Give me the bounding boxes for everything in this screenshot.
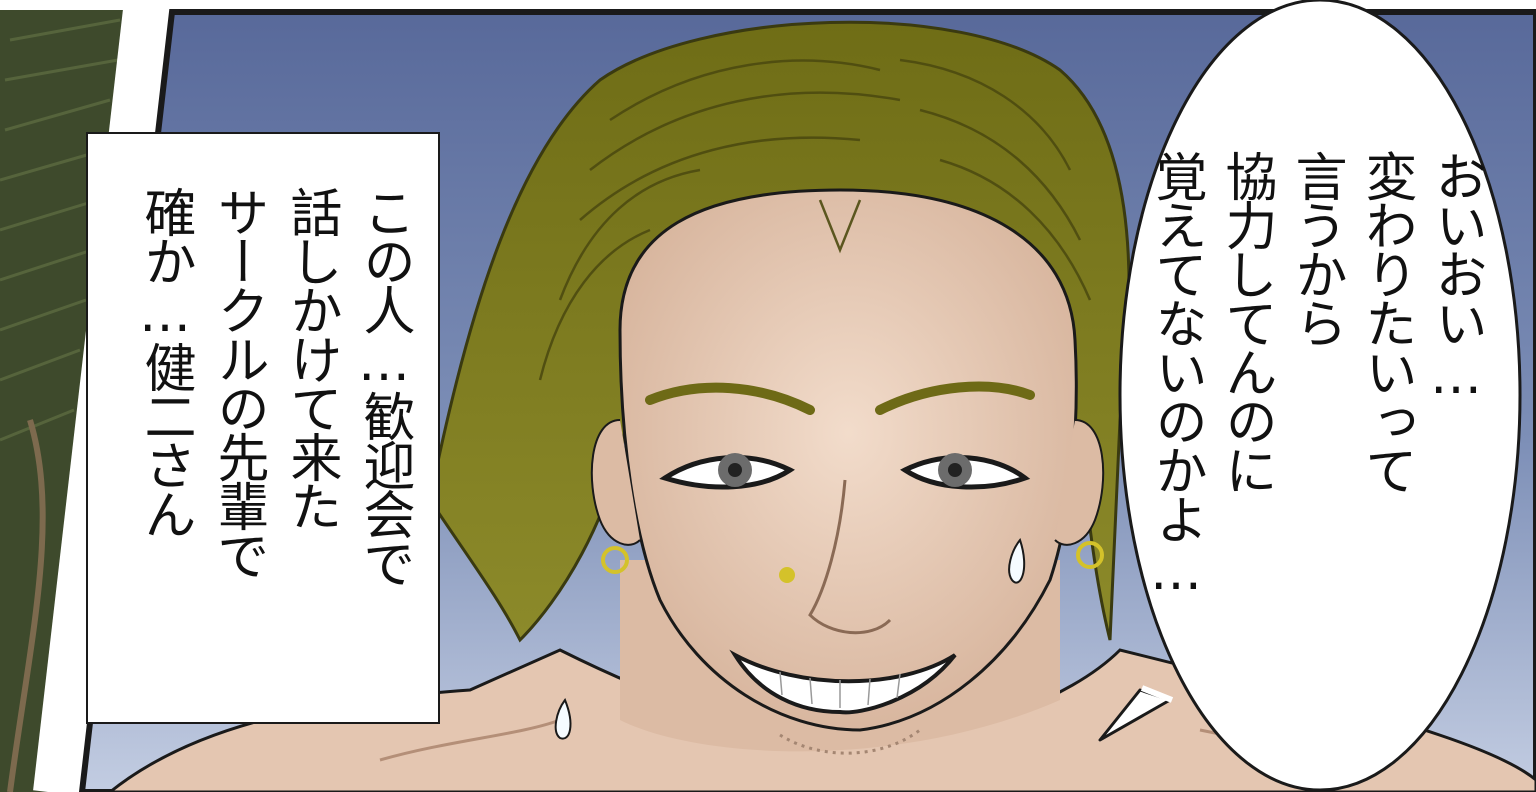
narration-line-4: 確か…健二さん — [135, 186, 195, 537]
narration-line-1: この人…歓迎会で — [354, 186, 414, 586]
grin — [729, 649, 957, 715]
earring-right — [1076, 541, 1104, 569]
speech-line-3: 言うから — [1286, 150, 1346, 346]
speech-bubble — [1118, 0, 1522, 792]
speech-line-1: おいおい… — [1426, 150, 1486, 403]
earring-left — [601, 546, 629, 574]
speech-line-2: 変わりたいって — [1356, 150, 1416, 493]
speech-line-5: 覚えてないのかよ… — [1146, 150, 1206, 599]
speech-text: おいおい… 変わりたいって 言うから 協力してんのに 覚えてないのかよ… — [1146, 150, 1490, 710]
narration-line-3: サークルの先輩で — [208, 186, 268, 578]
narration-line-2: 話しかけて来た — [281, 186, 341, 529]
face — [618, 188, 1078, 732]
eyes — [659, 453, 1031, 490]
narration-box: この人…歓迎会で 話しかけて来た サークルの先輩で 確か…健二さん — [86, 132, 440, 724]
speech-line-4: 協力してんのに — [1216, 150, 1276, 493]
